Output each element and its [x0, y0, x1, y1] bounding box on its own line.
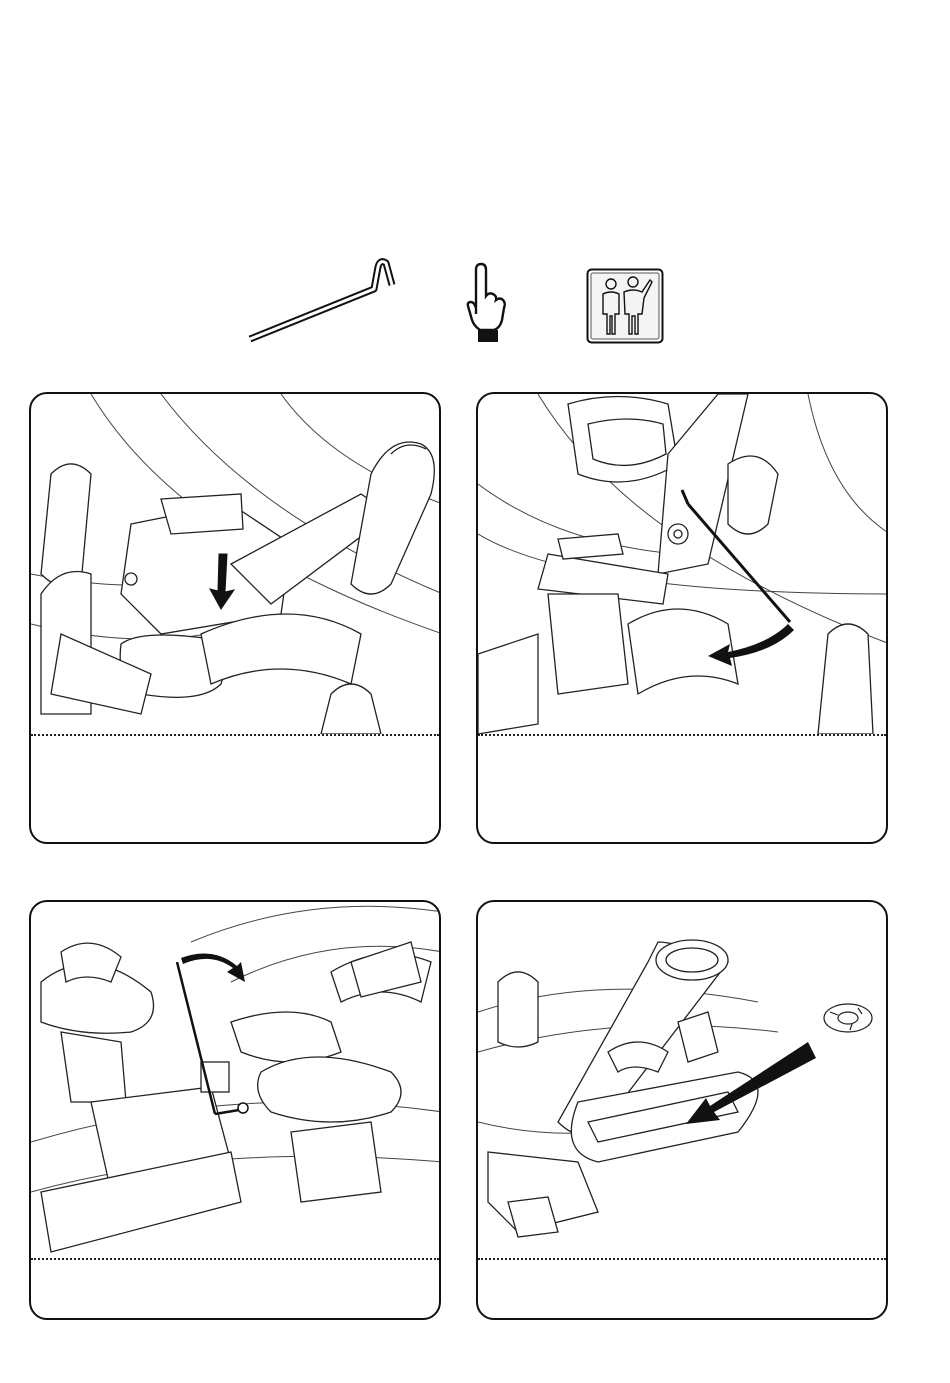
step-3-panel — [29, 900, 441, 1320]
end-cap-icon — [824, 1004, 872, 1032]
curved-arrow-icon — [181, 954, 245, 983]
step-1-illustration — [31, 394, 441, 734]
step-4-illustration — [478, 902, 888, 1258]
step-1-panel — [29, 392, 441, 844]
step-4-panel — [476, 900, 888, 1320]
step-2-panel — [476, 392, 888, 844]
two-person-icon — [586, 268, 664, 344]
step-3-divider — [31, 1258, 439, 1260]
step-2-divider — [478, 734, 886, 736]
step-1-divider — [31, 734, 439, 736]
step-2-illustration — [478, 394, 888, 734]
step-4-divider — [478, 1258, 886, 1260]
step-3-illustration — [31, 902, 441, 1258]
hand-pointer-icon — [462, 262, 508, 344]
hex-key-icon — [246, 255, 396, 347]
